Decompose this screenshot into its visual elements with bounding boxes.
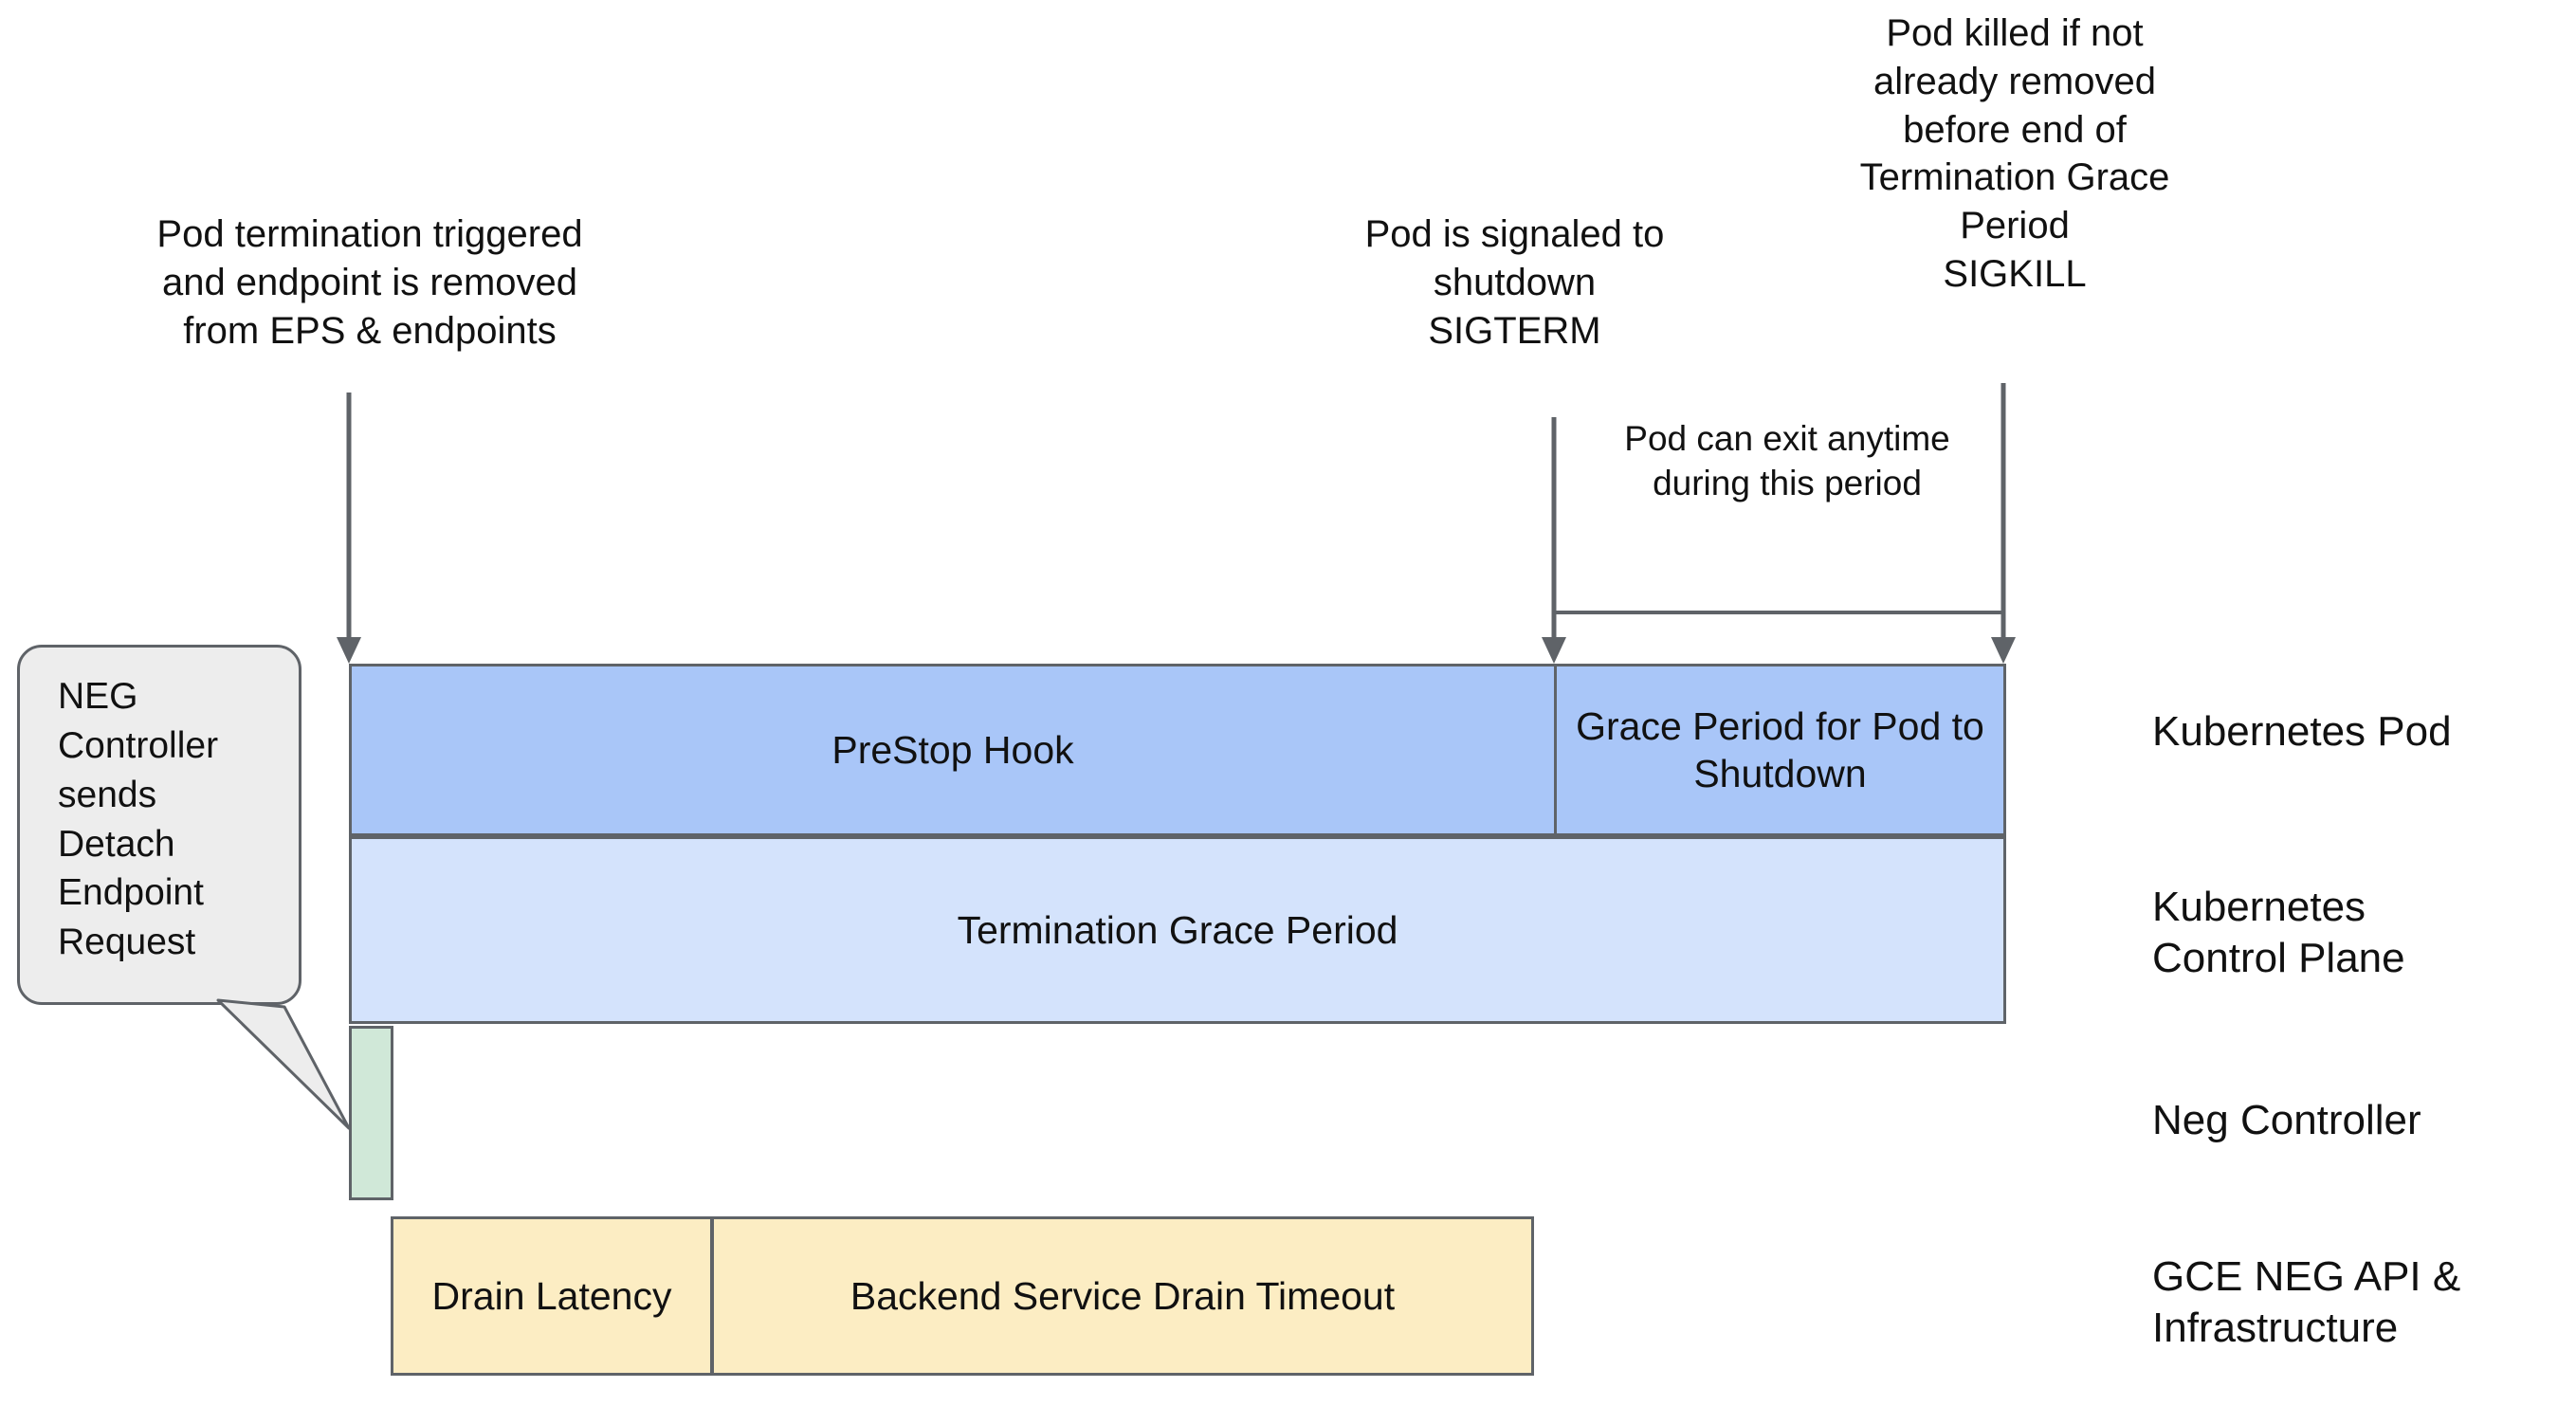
annotation-pod-killed-sigkill: Pod killed if not already removed before…	[1859, 12, 2170, 295]
annotation-pod-termination-triggered: Pod termination triggered and endpoint i…	[156, 213, 583, 352]
arrow-sigterm	[1542, 417, 1566, 664]
annotation-pod-signaled-shutdown: Pod is signaled to shutdown SIGTERM	[1364, 213, 1665, 352]
bar-prestop-hook[interactable]: PreStop Hook	[349, 664, 1557, 836]
bar-grace-period-pod-shutdown[interactable]: Grace Period for Pod to Shutdown	[1554, 664, 2006, 836]
bar-drain-latency[interactable]: Drain Latency	[391, 1216, 713, 1376]
lane-label-control-plane: Kubernetes Control Plane	[2152, 884, 2405, 981]
lane-label-neg-controller: Neg Controller	[2152, 1097, 2421, 1143]
callout-neg-controller-detach: NEG Controller sends Detach Endpoint Req…	[17, 645, 301, 1005]
lane-label-gce-neg-api: GCE NEG API & Infrastructure	[2152, 1253, 2461, 1351]
arrow-pod-termination-triggered	[337, 393, 361, 664]
bar-backend-service-drain-timeout[interactable]: Backend Service Drain Timeout	[711, 1216, 1534, 1376]
bar-neg-controller-activity[interactable]	[349, 1026, 393, 1200]
lane-label-kubernetes-pod: Kubernetes Pod	[2152, 708, 2452, 755]
annotation-pod-can-exit-anytime: Pod can exit anytime during this period	[1624, 419, 1950, 502]
bar-termination-grace-period[interactable]: Termination Grace Period	[349, 836, 2006, 1024]
